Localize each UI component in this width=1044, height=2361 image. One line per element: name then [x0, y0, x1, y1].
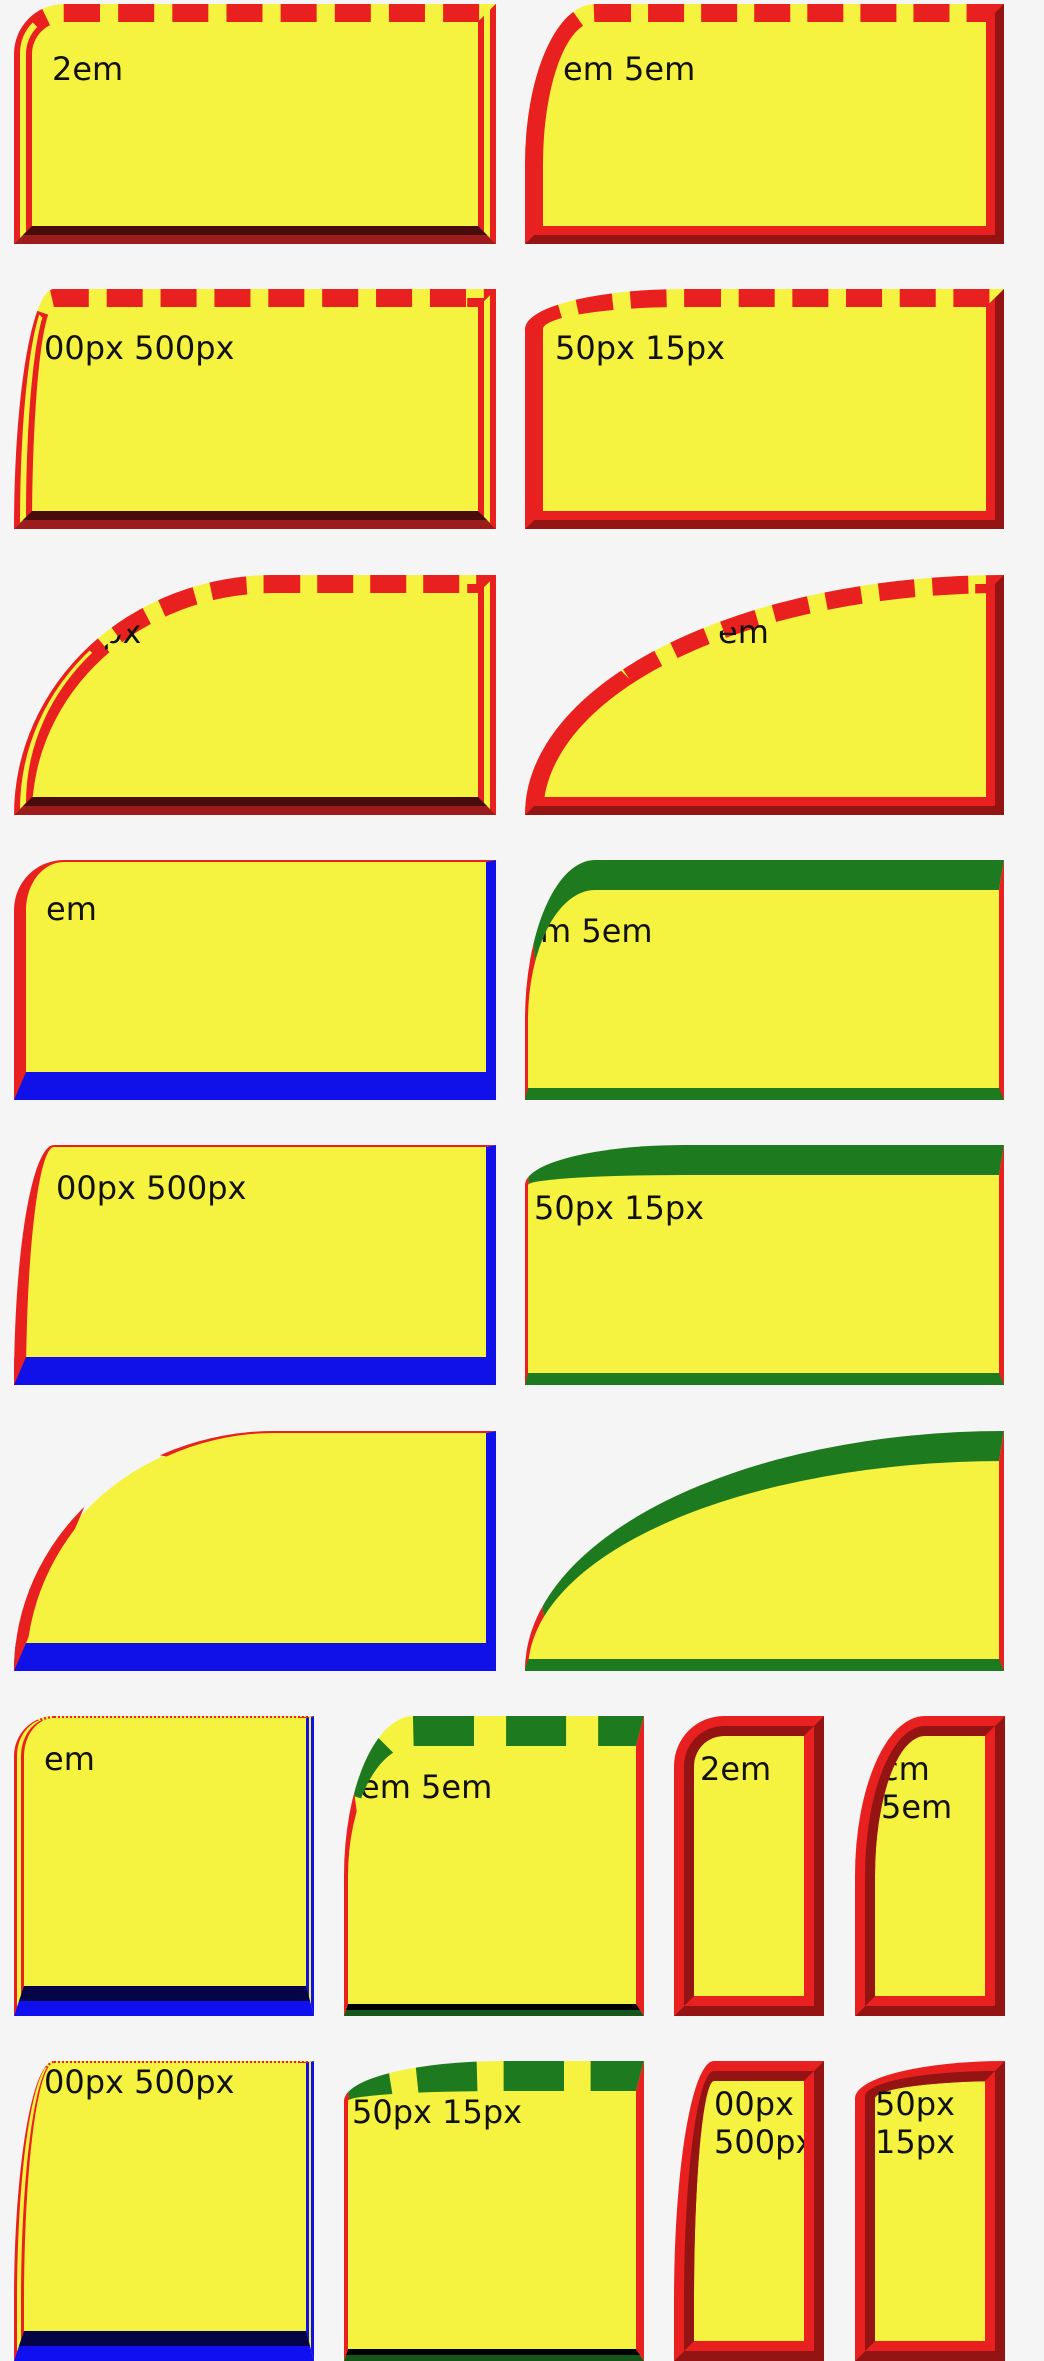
- box-label: 00px 500px: [44, 329, 235, 367]
- demo-box-r2-left: 00px 500px: [14, 289, 496, 529]
- demo-box-r6-right: [525, 1431, 1004, 1671]
- demo-box-r8-c: 00px 500px: [674, 2061, 824, 2361]
- box-label: em: [44, 1740, 95, 1778]
- box-label: 50px 15px: [534, 1189, 705, 1227]
- demo-box-r8-a: 00px 500px: [14, 2061, 314, 2361]
- demo-box-r4-right: m 5em: [525, 860, 1004, 1100]
- box-label: 50px 15px: [875, 2085, 955, 2161]
- demo-box-r7-b: em 5em: [344, 1716, 644, 2016]
- demo-box-r7-c: 2em: [674, 1716, 824, 2016]
- demo-box-r3-right: em: [525, 575, 1004, 815]
- box-label: 2em: [700, 1750, 772, 1788]
- demo-box-r1-right: em 5em: [525, 4, 1004, 244]
- box-label: m 5em: [540, 912, 653, 950]
- box-label: em 5em: [360, 1768, 493, 1806]
- box-label: 00px 500px: [56, 1169, 247, 1207]
- box-label: px: [102, 613, 142, 651]
- demo-box-r3-left: px: [14, 575, 496, 815]
- demo-box-r7-d: cm 5em: [855, 1716, 1005, 2016]
- box-label: 00px 500px: [714, 2085, 815, 2161]
- demo-box-r1-left: 2em: [14, 4, 496, 244]
- box-label: em 5em: [563, 50, 696, 88]
- box-label: em: [46, 890, 97, 928]
- box-label: 50px 15px: [555, 329, 726, 367]
- demo-box-r5-left: 00px 500px: [14, 1145, 496, 1385]
- demo-box-r7-a: em: [14, 1716, 314, 2016]
- box-label: 50px 15px: [352, 2093, 523, 2131]
- demo-box-r6-left: [14, 1431, 496, 1671]
- demo-box-r5-right: 50px 15px: [525, 1145, 1004, 1385]
- box-label: em: [718, 613, 769, 651]
- box-label: cm 5em: [881, 1750, 953, 1826]
- box-label: 2em: [52, 50, 124, 88]
- demo-box-r8-b: 50px 15px: [344, 2061, 644, 2361]
- box-label: 00px 500px: [44, 2063, 235, 2101]
- demo-box-r4-left: em: [14, 860, 496, 1100]
- demo-box-r8-d: 50px 15px: [855, 2061, 1005, 2361]
- demo-box-r2-right: 50px 15px: [525, 289, 1004, 529]
